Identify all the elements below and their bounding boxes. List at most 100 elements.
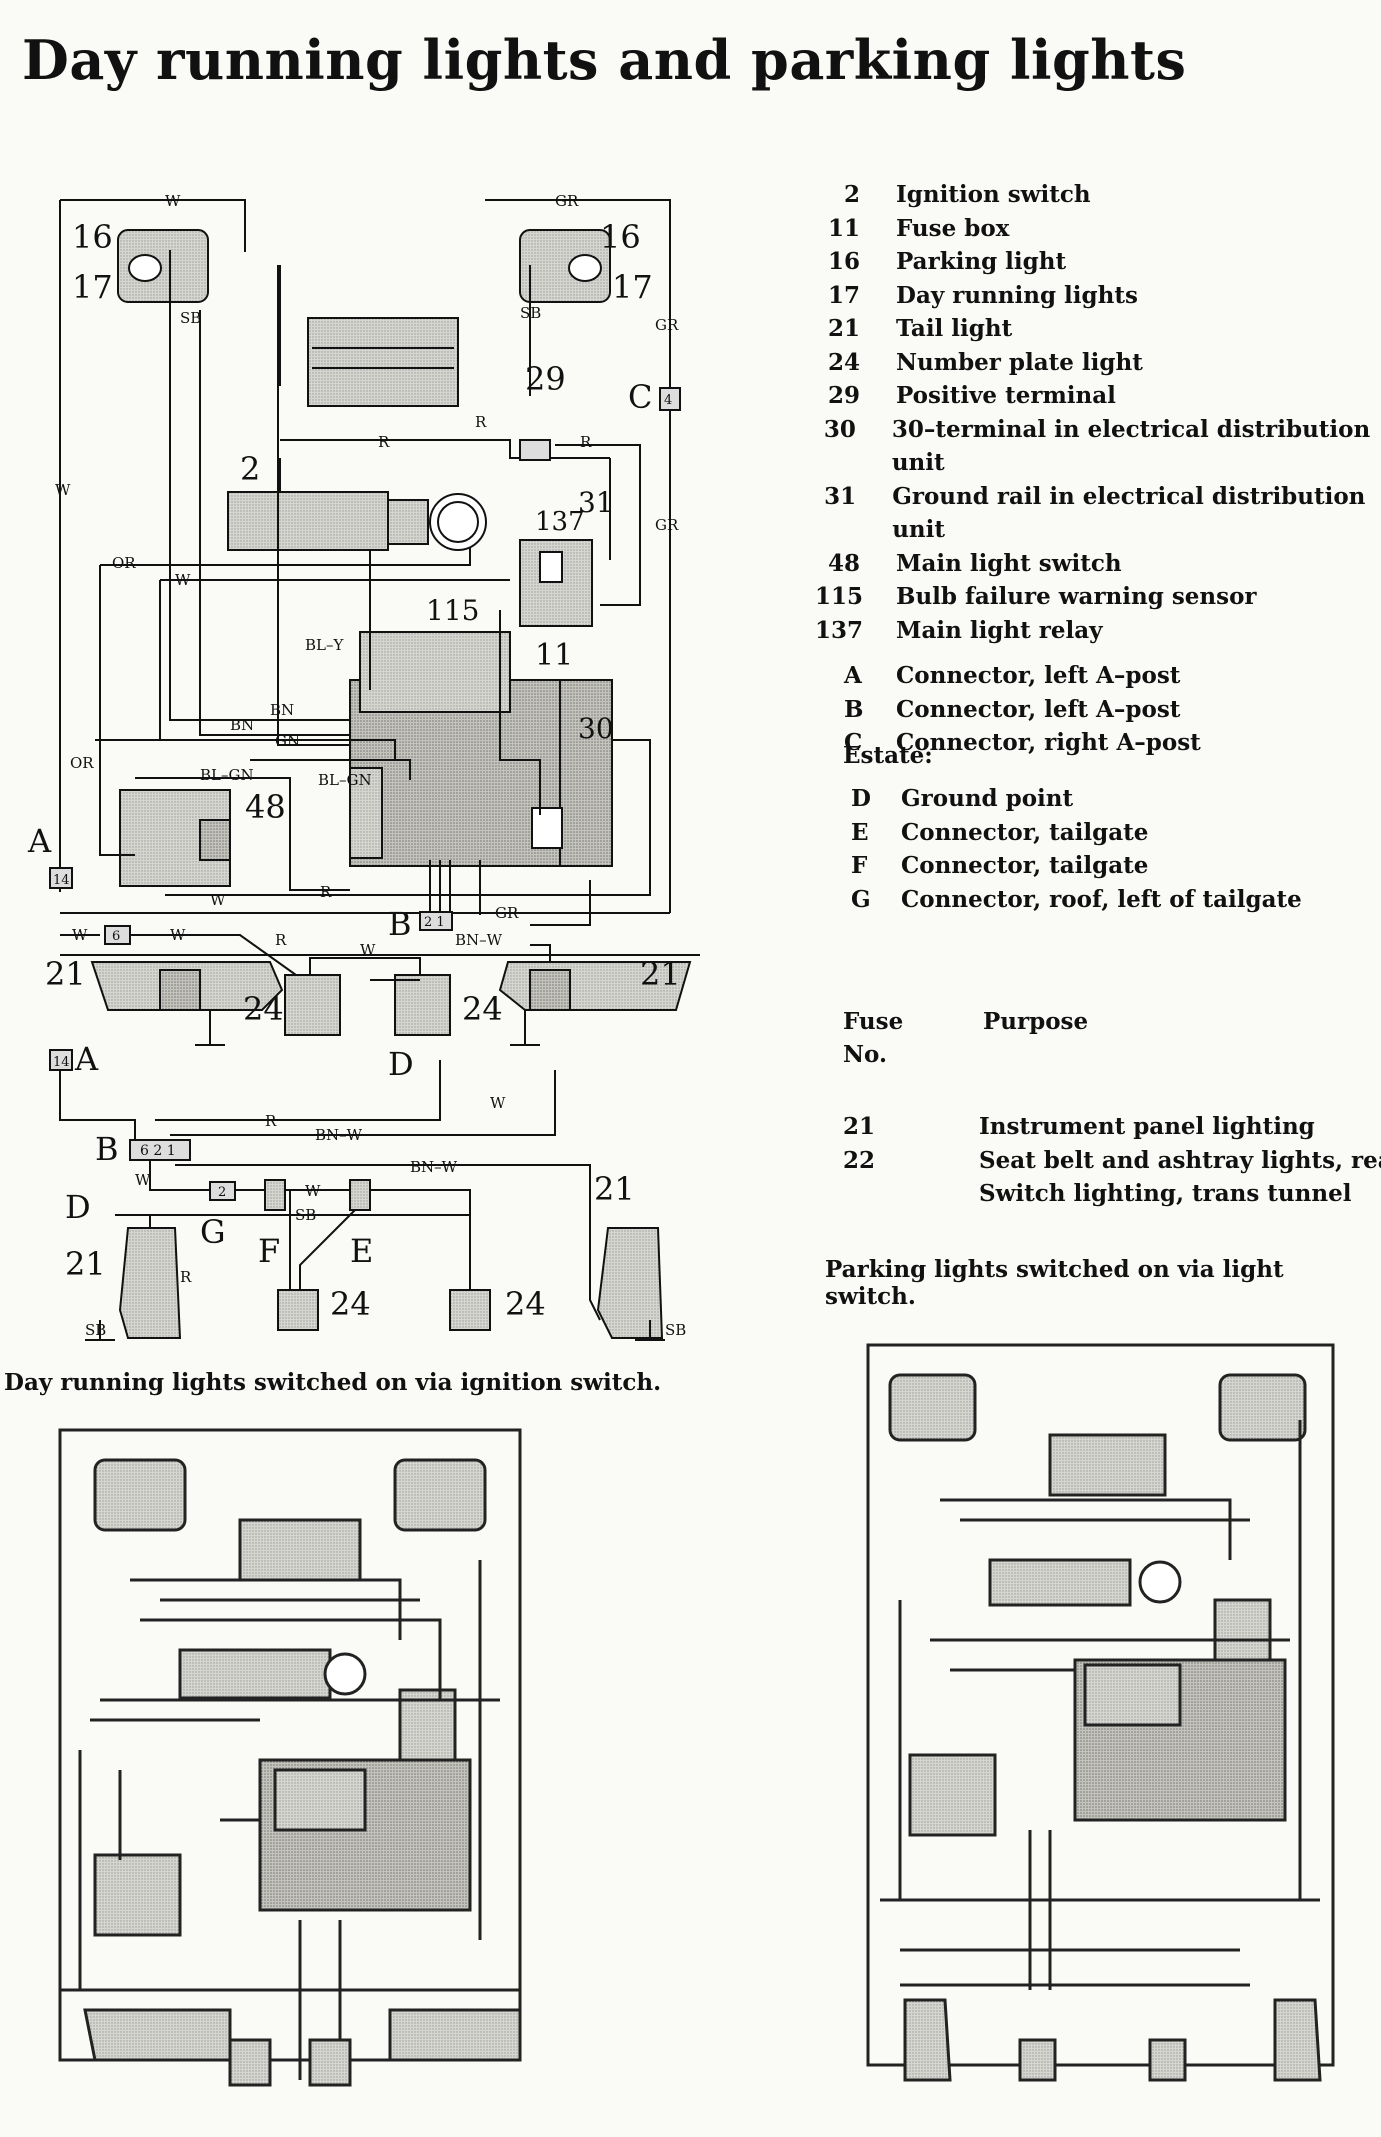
label-21-left: 21 (45, 955, 86, 993)
fuse-col-header: Fuse (843, 1008, 904, 1035)
wire-w-7: W (360, 941, 376, 959)
purpose-col-header: Purpose (983, 1008, 1089, 1035)
legend-number: 29 (827, 382, 860, 409)
legend-number: 115 (815, 583, 864, 610)
day-caption: Day running lights switched on via ignit… (4, 1369, 662, 1396)
legend-number: 30 (823, 415, 856, 443)
legend-label: Main light switch (896, 549, 1122, 577)
wire-w-4: W (210, 891, 226, 909)
label-31: 31 (578, 486, 614, 519)
wire-or-2: OR (70, 754, 94, 772)
legend-number: 137 (815, 616, 864, 644)
legend-label: Main light relay (896, 616, 1103, 644)
wire-gr: GR (555, 192, 579, 210)
wire-w-2: W (55, 481, 71, 499)
wire-or: OR (112, 554, 136, 572)
legend-number: 31 (824, 482, 857, 510)
estate-label: Connector, tailgate (901, 818, 1149, 846)
wire-bn-w-3: BN–W (410, 1158, 458, 1176)
legend-label: Number plate light (896, 348, 1143, 376)
label-2: 2 (240, 450, 260, 488)
wire-r-5: R (275, 931, 287, 949)
estate-tail-light-right (596, 1227, 664, 1339)
estate-key: E (851, 818, 869, 846)
legend-label: Fuse box (896, 214, 1010, 242)
conn-6: 6 (112, 929, 120, 944)
label-48: 48 (245, 788, 286, 826)
connector-b-top (419, 911, 453, 931)
connector-e (349, 1179, 371, 1211)
conn-2: 2 (218, 1185, 226, 1200)
connector-key: C (844, 729, 863, 756)
wire-w-9: W (135, 1171, 151, 1189)
parking-mini-diagram (866, 1343, 1335, 2082)
wire-bn-2: BN (230, 716, 254, 734)
battery (307, 317, 459, 407)
connector-key: A (844, 662, 862, 689)
legend-number: 48 (827, 549, 860, 577)
legend-number: 16 (827, 248, 860, 275)
label-e: E (350, 1232, 373, 1270)
number-plate-light-right (394, 974, 451, 1036)
legend-label: Parking light (896, 248, 1067, 275)
wire-w-8: W (490, 1094, 506, 1112)
ignition-switch (227, 491, 389, 551)
estate-row: G Connector, roof, left of tailgate (843, 883, 1302, 917)
label-30: 30 (578, 712, 614, 745)
connector-a-top (49, 867, 73, 889)
label-a-top: A (27, 822, 52, 860)
label-21-right: 21 (640, 955, 681, 993)
fuse-number: 22 (843, 1146, 876, 1174)
wire-gr-3: GR (655, 516, 679, 534)
label-d-top: D (388, 1045, 414, 1083)
parking-light-right (519, 229, 611, 303)
wire-w-10: W (305, 1182, 321, 1200)
label-24-estate-left: 24 (330, 1285, 371, 1323)
estate-key: G (851, 885, 871, 913)
label-24-left: 24 (243, 990, 284, 1028)
label-g: G (200, 1213, 226, 1251)
estate-label: Connector, roof, left of tailgate (901, 885, 1302, 913)
estate-title: Estate: (843, 742, 933, 769)
estate-row: E Connector, tailgate (843, 816, 1302, 850)
number-plate-light-left (284, 974, 341, 1036)
connector-label: Connector, left A–post (896, 695, 1181, 723)
legend-label: Ignition switch (896, 181, 1091, 208)
wire-r-3: R (580, 433, 592, 451)
wire-sb-3: SB (295, 1206, 316, 1224)
wire-gn: GN (275, 732, 300, 750)
label-11: 11 (535, 638, 573, 673)
connector-key: B (844, 695, 864, 723)
label-21-estate-right: 21 (594, 1170, 635, 1208)
legend-row: 31 Ground rail in electrical distribution… (815, 480, 1381, 547)
wire-sb-4: SB (85, 1321, 106, 1339)
label-29: 29 (525, 360, 566, 398)
fuse-number: 21 (843, 1113, 876, 1140)
label-16-left: 16 (72, 218, 113, 256)
legend-label: Ground rail in electrical distribution u… (892, 482, 1366, 544)
connector-g (209, 1181, 236, 1201)
fuse-purpose: Seat belt and ashtray lights, rear (979, 1146, 1381, 1174)
conn-2-1: 2 1 (424, 915, 445, 930)
legend-number: 24 (827, 348, 860, 376)
connector-label: Connector, left A–post (896, 662, 1181, 689)
legend-label: Tail light (896, 315, 1013, 342)
legend-row: 24 Number plate light (815, 346, 1381, 380)
day-running-mini-diagram (58, 1428, 522, 2087)
conn-6-2-1: 6 2 1 (140, 1143, 176, 1159)
label-17-right: 17 (612, 268, 653, 306)
wire-sb: SB (180, 309, 201, 327)
label-17-left: 17 (72, 268, 113, 306)
connector-c (659, 387, 681, 411)
legend-row: 16 Parking light (815, 245, 1381, 279)
fuse-table-header: Fuse No. Purpose (843, 1005, 1088, 1071)
label-24-estate-right: 24 (505, 1285, 546, 1323)
connector-row: B Connector, left A–post (815, 693, 1381, 727)
